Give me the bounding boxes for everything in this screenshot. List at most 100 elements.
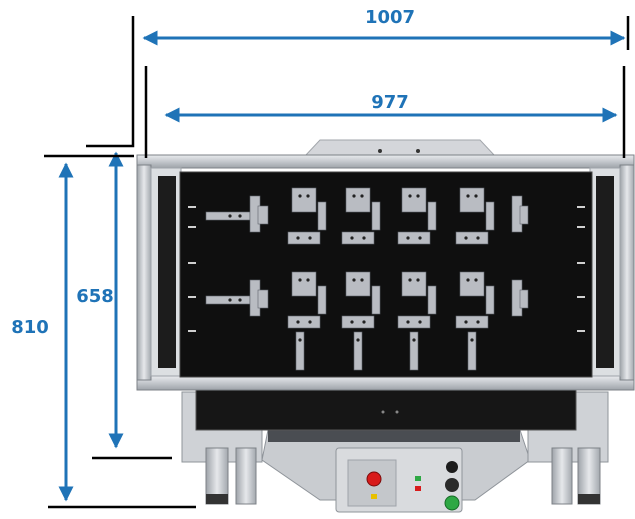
bracket-hole — [360, 194, 364, 198]
bracket-hole — [296, 320, 300, 324]
bracket-hole — [470, 338, 474, 342]
side-rail-marks — [188, 206, 585, 332]
bracket-hole — [408, 278, 412, 282]
support-post — [409, 331, 419, 371]
bracket-hole — [416, 194, 420, 198]
fixture-bracket — [401, 271, 427, 297]
bracket-hole — [298, 338, 302, 342]
lower-base-shadow — [268, 430, 520, 442]
bracket-hole — [296, 236, 300, 240]
bracket-hole — [476, 236, 480, 240]
extension-lines — [44, 16, 630, 509]
fixture-base — [397, 231, 431, 245]
top-cover — [303, 139, 497, 157]
fixture-base — [287, 231, 321, 245]
clamp-arm — [205, 295, 251, 305]
fixture-brackets — [205, 187, 529, 371]
bracket-hole — [464, 236, 468, 240]
bracket-hole — [418, 236, 422, 240]
bracket-hole — [238, 214, 242, 218]
fixture-bracket — [459, 187, 485, 213]
fixture-base — [341, 231, 375, 245]
overall-height-label: 810 — [11, 317, 49, 338]
bracket-hole — [350, 236, 354, 240]
cover-bolt — [378, 149, 382, 153]
bracket-hole — [466, 278, 470, 282]
bracket-hole — [474, 278, 478, 282]
overall-width-label: 1007 — [365, 7, 415, 28]
indicator-red — [415, 486, 421, 491]
fixture-base — [341, 315, 375, 329]
dimension-lines — [58, 30, 626, 502]
indicator-green-1 — [415, 476, 421, 481]
fixture-post — [371, 285, 381, 315]
fixture-bracket — [291, 271, 317, 297]
support-post — [467, 331, 477, 371]
fixture-bracket — [459, 271, 485, 297]
clamp-block — [257, 205, 269, 225]
bracket-hole — [350, 320, 354, 324]
clamp-block — [519, 289, 529, 309]
fixture-panel — [179, 171, 593, 378]
panel-bolt — [381, 410, 385, 414]
bracket-hole — [298, 194, 302, 198]
fixture-bracket — [345, 187, 371, 213]
bracket-hole — [412, 338, 416, 342]
bracket-hole — [362, 320, 366, 324]
cover-bolt — [416, 149, 420, 153]
fixture-post — [485, 285, 495, 315]
start-button[interactable] — [444, 495, 460, 511]
fixture-post — [427, 201, 437, 231]
fixture-base — [287, 315, 321, 329]
emergency-stop-button[interactable] — [366, 471, 382, 487]
fixture-base — [397, 315, 431, 329]
bracket-hole — [416, 278, 420, 282]
fixture-base — [455, 231, 489, 245]
bracket-hole — [466, 194, 470, 198]
bracket-hole — [362, 236, 366, 240]
fixture-post — [317, 201, 327, 231]
support-post — [295, 331, 305, 371]
bracket-hole — [308, 320, 312, 324]
bracket-hole — [406, 320, 410, 324]
bracket-hole — [408, 194, 412, 198]
fixture-bracket — [291, 187, 317, 213]
bracket-hole — [228, 214, 232, 218]
bracket-hole — [464, 320, 468, 324]
bracket-hole — [476, 320, 480, 324]
machine — [136, 139, 635, 513]
clamp-block — [519, 205, 529, 225]
selector-knob-2[interactable] — [445, 478, 459, 492]
panel-bolt — [395, 410, 399, 414]
bracket-hole — [406, 236, 410, 240]
fixture-post — [485, 201, 495, 231]
lower-black-panel — [195, 385, 577, 431]
fixture-post — [371, 201, 381, 231]
bracket-hole — [418, 320, 422, 324]
selector-knob-1[interactable] — [446, 461, 458, 473]
bracket-hole — [238, 298, 242, 302]
bracket-hole — [352, 194, 356, 198]
bracket-hole — [356, 338, 360, 342]
support-post — [353, 331, 363, 371]
bracket-hole — [306, 194, 310, 198]
fixture-post — [317, 285, 327, 315]
bracket-hole — [228, 298, 232, 302]
bracket-hole — [352, 278, 356, 282]
fixture-post — [427, 285, 437, 315]
clamp-arm — [205, 211, 251, 221]
fixture-base — [455, 315, 489, 329]
clamp-block — [257, 289, 269, 309]
bracket-hole — [308, 236, 312, 240]
fixture-bracket — [401, 187, 427, 213]
bracket-hole — [306, 278, 310, 282]
fixture-bracket — [345, 271, 371, 297]
bracket-hole — [298, 278, 302, 282]
indicator-yellow — [371, 494, 377, 499]
inner-width-label: 977 — [371, 92, 409, 113]
frame-height-label: 658 — [76, 286, 114, 307]
main-frame — [136, 154, 635, 391]
bracket-hole — [474, 194, 478, 198]
control-box — [335, 447, 463, 513]
